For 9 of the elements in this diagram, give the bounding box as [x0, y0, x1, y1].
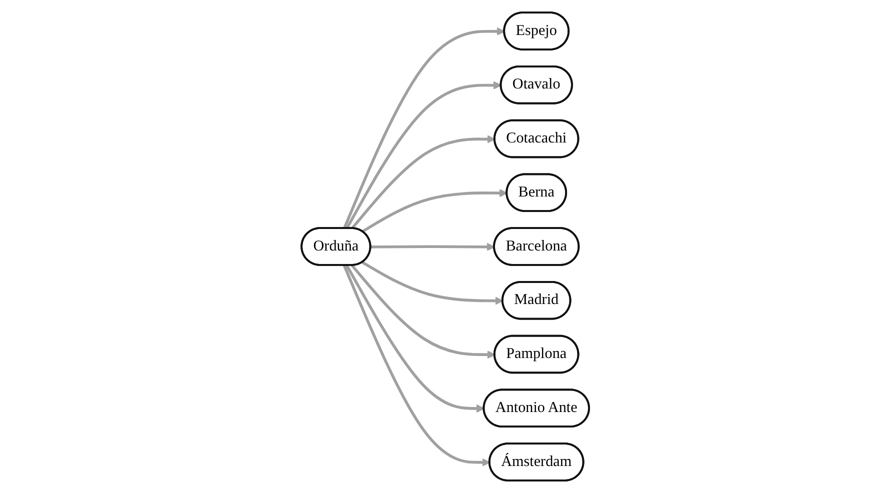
arrow	[362, 261, 504, 305]
arrow	[346, 264, 485, 413]
arrow	[351, 264, 496, 359]
arrow	[351, 135, 496, 230]
arrow	[346, 81, 502, 230]
arrow	[343, 264, 490, 467]
arrow	[343, 27, 506, 230]
arrow	[362, 188, 508, 233]
arrow	[370, 242, 496, 252]
